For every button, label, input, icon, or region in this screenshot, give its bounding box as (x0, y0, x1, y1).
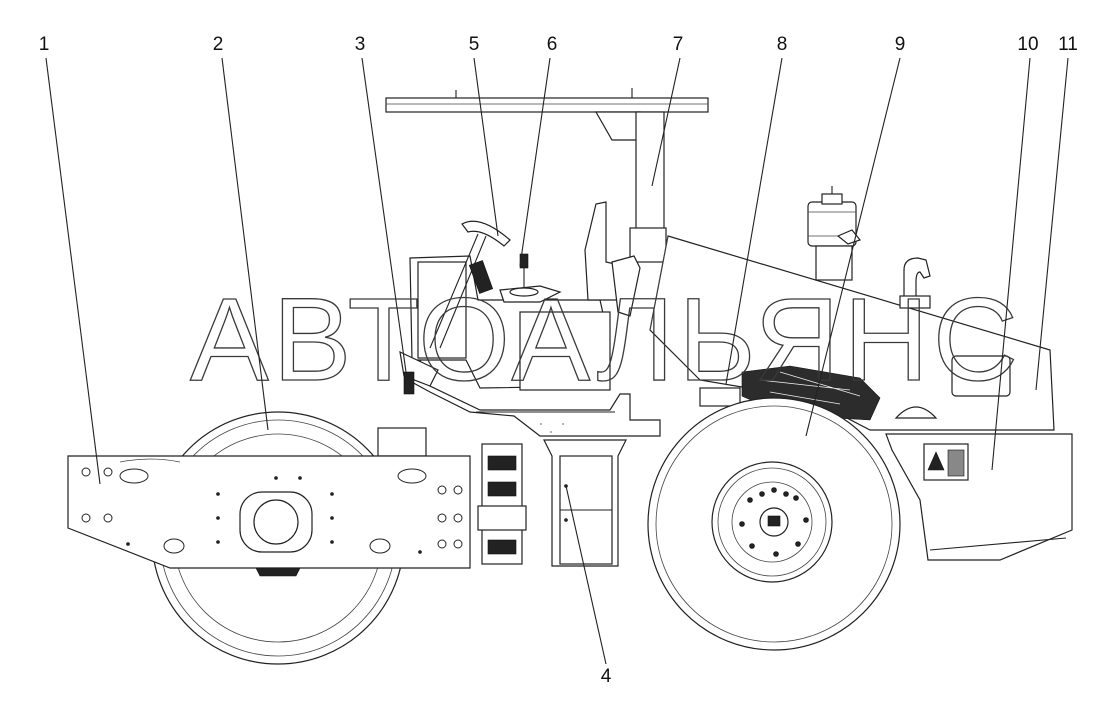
leader-lines (45, 57, 1069, 665)
callout-1: 1 (39, 34, 50, 55)
leader-line-1 (45, 57, 101, 485)
watermark-text: АВТОАЛЬЯНС (190, 274, 1022, 406)
leader-line-10 (991, 57, 1031, 471)
callout-9: 9 (895, 34, 906, 55)
callout-10: 10 (1017, 34, 1038, 55)
leader-line-5 (473, 57, 499, 237)
exhaust-pipe (899, 257, 931, 309)
leader-line-8 (725, 57, 783, 385)
drum-frame-plate (67, 455, 471, 577)
leader-line-11 (1035, 57, 1069, 391)
leader-line-2 (221, 57, 269, 431)
rear-fender (885, 433, 1073, 561)
control-lever (509, 253, 539, 297)
canopy (385, 88, 709, 263)
callout-3: 3 (355, 34, 366, 55)
wheel-bolts (739, 487, 809, 557)
air-cleaner (807, 186, 862, 281)
main-frame (407, 358, 661, 437)
frame-bolt-holes (81, 467, 463, 554)
callout-7: 7 (673, 34, 684, 55)
rear-tire (647, 397, 901, 651)
callout-2: 2 (213, 34, 224, 55)
callout-6: 6 (547, 34, 558, 55)
callout-8: 8 (777, 34, 788, 55)
callout-labels: 1 2 3 4 5 6 7 8 9 10 11 (39, 34, 1078, 687)
articulation-joint (477, 443, 527, 565)
callout-11: 11 (1058, 34, 1078, 55)
leader-line-6 (519, 57, 551, 267)
steering-assembly (399, 220, 511, 395)
leader-line-9 (805, 57, 901, 437)
leader-line-3 (361, 57, 407, 373)
step-ladder (543, 439, 627, 567)
leader-line-7 (651, 57, 681, 187)
callout-4: 4 (601, 666, 612, 687)
leader-line-4 (565, 485, 607, 665)
callout-5: 5 (469, 34, 480, 55)
